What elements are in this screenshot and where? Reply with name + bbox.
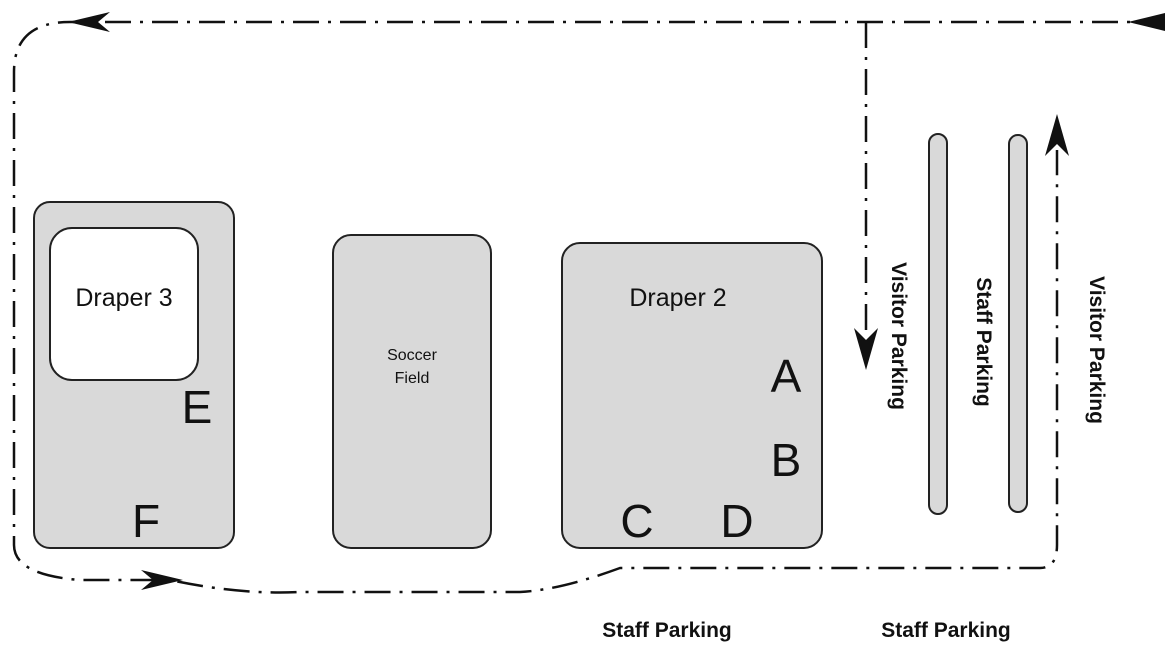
spot-b-label: B: [771, 434, 802, 486]
draper2-label: Draper 2: [629, 284, 726, 312]
parking-bar-left: [928, 133, 948, 515]
arrow-left-top-icon: [68, 12, 110, 32]
soccer-field-label-line1: Soccer: [387, 347, 437, 364]
spot-d-label: D: [720, 495, 753, 547]
draper2-block: [561, 242, 823, 549]
spot-e-label: E: [182, 381, 213, 433]
arrow-up-icon: [1045, 114, 1069, 156]
route-loop: [12, 20, 1165, 594]
spot-a-label: A: [771, 350, 802, 402]
soccer-field-block: [332, 234, 492, 549]
arrow-left-topright-icon: [1128, 13, 1165, 31]
arrow-right-bottom-icon: [141, 570, 183, 590]
staff-parking-bottom-right-label: Staff Parking: [881, 619, 1011, 642]
staff-parking-bottom-left-label: Staff Parking: [602, 619, 732, 642]
spot-c-label: C: [620, 495, 653, 547]
visitor-parking-left-label: Visitor Parking: [887, 262, 910, 410]
visitor-parking-right-label: Visitor Parking: [1085, 276, 1108, 424]
parking-bar-right: [1008, 134, 1028, 513]
draper3-building: [49, 227, 199, 381]
spot-f-label: F: [132, 495, 160, 547]
draper3-label: Draper 3: [75, 284, 172, 312]
arrow-down-icon: [854, 328, 878, 370]
staff-parking-middle-label: Staff Parking: [972, 277, 995, 407]
soccer-field-label-line2: Field: [395, 370, 430, 387]
